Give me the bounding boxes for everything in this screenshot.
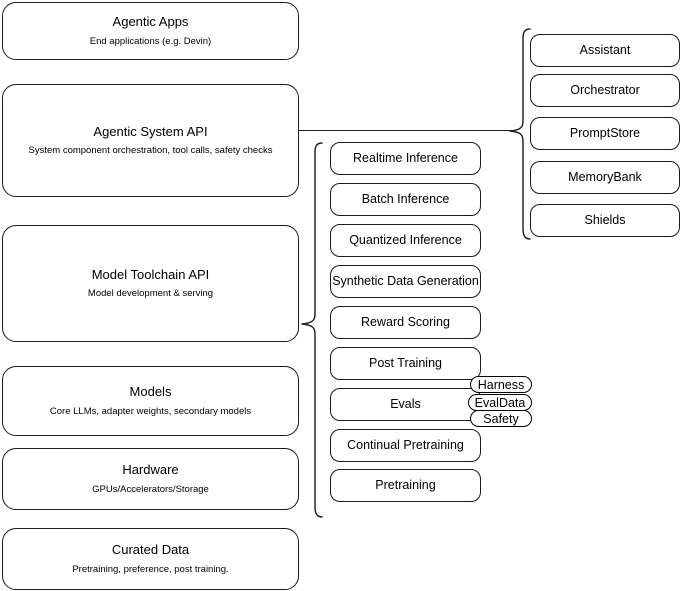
toolchain-chip-post-training[interactable]: Post Training <box>330 347 481 380</box>
agentic-chip-memorybank[interactable]: MemoryBank <box>530 161 680 194</box>
layer-box-model-toolchain-api[interactable]: Model Toolchain API Model development & … <box>2 225 299 342</box>
chip-label: Synthetic Data Generation <box>332 273 479 288</box>
eval-pill-safety[interactable]: Safety <box>470 410 532 427</box>
chip-label: Pretraining <box>375 477 436 492</box>
agentic-chip-orchestrator[interactable]: Orchestrator <box>530 74 680 107</box>
agentic-chip-promptstore[interactable]: PromptStore <box>530 117 680 150</box>
eval-pill-label: EvalData <box>474 395 526 410</box>
eval-pill-label: Harness <box>477 377 525 392</box>
layer-subtitle: Model development & serving <box>87 288 214 300</box>
layer-subtitle: System component orchestration, tool cal… <box>28 145 273 157</box>
layer-box-models[interactable]: Models Core LLMs, adapter weights, secon… <box>2 366 299 436</box>
layer-title: Agentic Apps <box>112 14 189 30</box>
toolchain-chip-batch-inference[interactable]: Batch Inference <box>330 183 481 216</box>
chip-label: PromptStore <box>569 125 641 140</box>
chip-label: Orchestrator <box>570 82 640 97</box>
layer-box-curated-data[interactable]: Curated Data Pretraining, preference, po… <box>2 528 299 590</box>
eval-pill-harness[interactable]: Harness <box>470 376 532 393</box>
chip-label: Batch Inference <box>361 191 450 206</box>
toolchain-chip-pretraining[interactable]: Pretraining <box>330 469 481 502</box>
layer-box-agentic-system-api[interactable]: Agentic System API System component orch… <box>2 84 299 197</box>
toolchain-chip-evals[interactable]: Evals <box>330 388 481 421</box>
chip-label: Quantized Inference <box>349 232 462 247</box>
layer-subtitle: Pretraining, preference, post training. <box>72 563 229 575</box>
chip-label: Evals <box>390 396 421 411</box>
toolchain-chip-continual-pretraining[interactable]: Continual Pretraining <box>330 429 481 462</box>
chip-label: Reward Scoring <box>361 314 450 329</box>
connector-line-agentic-system-to-components <box>299 130 511 132</box>
layer-title: Curated Data <box>111 542 190 558</box>
layer-title: Model Toolchain API <box>91 266 210 282</box>
layer-title: Agentic System API <box>93 123 208 139</box>
toolchain-chip-quantized-inference[interactable]: Quantized Inference <box>330 224 481 257</box>
toolchain-chip-reward-scoring[interactable]: Reward Scoring <box>330 306 481 339</box>
brace-agentic-system <box>508 26 532 242</box>
chip-label: Shields <box>584 212 626 227</box>
layer-box-hardware[interactable]: Hardware GPUs/Accelerators/Storage <box>2 448 299 510</box>
chip-label: MemoryBank <box>568 169 642 184</box>
eval-pill-label: Safety <box>483 411 519 426</box>
brace-model-toolchain <box>300 140 324 520</box>
layer-subtitle: End applications (e.g. Devin) <box>89 35 212 47</box>
toolchain-chip-realtime-inference[interactable]: Realtime Inference <box>330 142 481 175</box>
chip-label: Assistant <box>579 42 631 57</box>
chip-label: Post Training <box>369 355 442 370</box>
toolchain-chip-synthetic-data-generation[interactable]: Synthetic Data Generation <box>330 265 481 298</box>
agentic-chip-shields[interactable]: Shields <box>530 204 680 237</box>
agentic-chip-assistant[interactable]: Assistant <box>530 34 680 67</box>
eval-pill-evaldata[interactable]: EvalData <box>468 394 532 411</box>
layer-subtitle: GPUs/Accelerators/Storage <box>92 483 209 495</box>
layer-title: Hardware <box>122 462 179 478</box>
chip-label: Continual Pretraining <box>347 437 464 452</box>
layer-title: Models <box>129 384 172 400</box>
chip-label: Realtime Inference <box>353 150 458 165</box>
layer-box-agentic-apps[interactable]: Agentic Apps End applications (e.g. Devi… <box>2 2 299 60</box>
layer-subtitle: Core LLMs, adapter weights, secondary mo… <box>49 405 252 417</box>
